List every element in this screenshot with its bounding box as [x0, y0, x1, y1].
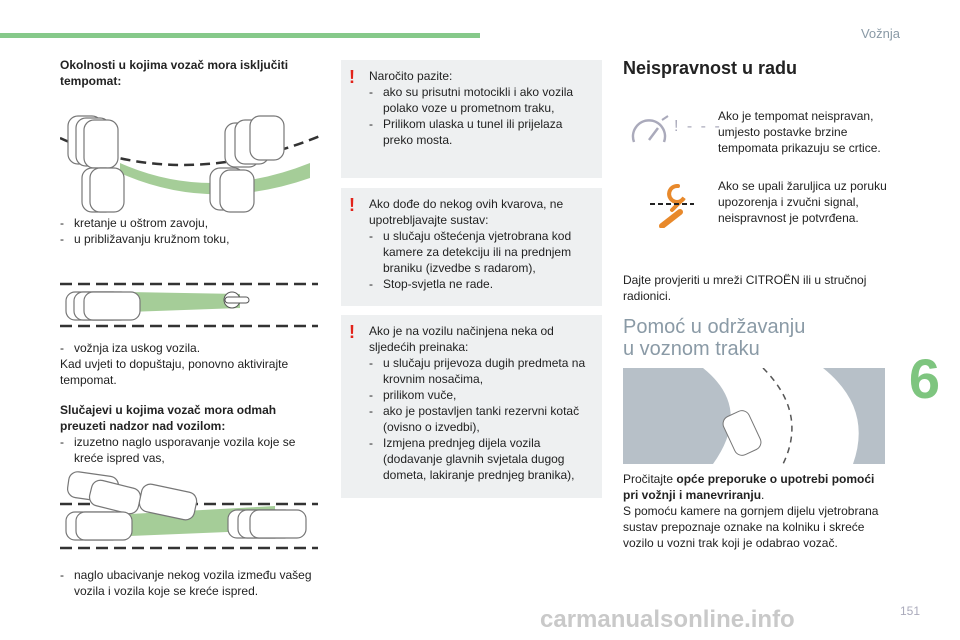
sharp-curve-illustration	[60, 115, 321, 213]
chapter-title: Vožnja	[860, 26, 900, 41]
lane-assist-illustration	[623, 368, 885, 464]
list-item: Izmjena prednjeg dijela vozila (dodavanj…	[369, 435, 592, 483]
read-prefix: Pročitajte	[623, 472, 677, 486]
note-list: u slučaju prijevoza dugih predmeta na kr…	[369, 355, 592, 483]
fault-section-title: Neispravnost u radu	[623, 58, 798, 78]
list-cut-in: naglo ubacivanje nekog vozila između vaš…	[60, 567, 320, 599]
warning-icon: !	[349, 195, 355, 215]
lane-assist-title-line-1: Pomoć u održavanju	[623, 316, 806, 338]
note-intro: Ako je na vozilu načinjena neka od sljed…	[369, 324, 554, 354]
list-item: vožnja iza uskog vozila.	[60, 340, 320, 356]
note-modifications: ! Ako je na vozilu načinjena neka od slj…	[341, 315, 602, 498]
list-item: u približavanju kružnom toku,	[60, 231, 310, 247]
wrench-warning-icon	[650, 183, 694, 228]
cut-in-illustration	[60, 471, 318, 550]
page-number: 151	[899, 604, 920, 618]
recommendations-link-text: opće preporuke o upotrebi pomoći pri vož…	[623, 472, 875, 502]
note-list: ako su prisutni motocikli i ako vozila p…	[369, 84, 592, 148]
list-item: Prilikom ulaska u tunel ili prijelaza pr…	[369, 116, 592, 148]
service-note: Dajte provjeriti u mreži CITROËN ili u s…	[623, 273, 867, 303]
list-item: prilikom vuče,	[369, 387, 592, 403]
note-intro: Ako dođe do nekog ovih kvarova, ne upotr…	[369, 197, 564, 227]
cruise-control-fault-icon	[631, 115, 669, 143]
lane-assist-title-line-2: u voznom traku	[623, 338, 760, 360]
left-heading-2: Slučajevi u kojima vozač mora odmah preu…	[60, 403, 277, 433]
list-deceleration: izuzetno naglo usporavanje vozila koje s…	[60, 434, 320, 466]
reactivate-paragraph: Kad uvjeti to dopuštaju, ponovno aktivir…	[60, 357, 289, 387]
list-item: naglo ubacivanje nekog vozila između vaš…	[60, 567, 320, 599]
warning-icon: !	[349, 67, 355, 87]
list-item: Stop-svjetla ne rade.	[369, 276, 592, 292]
list-item: kretanje u oštrom zavoju,	[60, 215, 310, 231]
note-intro: Naročito pazite:	[369, 69, 453, 83]
read-suffix: .	[761, 488, 765, 502]
note-list: u slučaju oštećenja vjetrobrana kod kame…	[369, 228, 592, 292]
speed-dashes: ! - - -	[674, 118, 722, 135]
fault-text-1: Ako je tempomat neispravan, umjesto post…	[718, 109, 881, 155]
list-item: ako je postavljen tanki rezervni kotač (…	[369, 403, 592, 435]
lane-assist-description: Pročitajte opće preporuke o upotrebi pom…	[623, 471, 888, 551]
fault-text-2: Ako se upali žaruljica uz poruku upozore…	[718, 179, 887, 225]
list-curves: kretanje u oštrom zavoju, u približavanj…	[60, 215, 310, 247]
note-faults: ! Ako dođe do nekog ovih kvarova, ne upo…	[341, 188, 602, 306]
left-heading: Okolnosti u kojima vozač mora isključiti…	[60, 58, 289, 88]
list-narrow: vožnja iza uskog vozila.	[60, 340, 320, 356]
note-caution: ! Naročito pazite: ako su prisutni motoc…	[341, 60, 602, 178]
warning-icon: !	[349, 322, 355, 342]
list-item: u slučaju oštećenja vjetrobrana kod kame…	[369, 228, 592, 276]
lane-assist-title: Pomoć u održavanju u voznom traku	[623, 316, 805, 360]
chapter-number: 6	[908, 347, 940, 410]
top-accent-bar	[0, 33, 480, 38]
list-item: u slučaju prijevoza dugih predmeta na kr…	[369, 355, 592, 387]
lane-assist-text: S pomoću kamere na gornjem dijelu vjetro…	[623, 504, 879, 550]
narrow-vehicle-illustration	[60, 282, 318, 328]
watermark: carmanualsonline.info	[540, 606, 795, 633]
list-item: izuzetno naglo usporavanje vozila koje s…	[60, 434, 320, 466]
list-item: ako su prisutni motocikli i ako vozila p…	[369, 84, 592, 116]
